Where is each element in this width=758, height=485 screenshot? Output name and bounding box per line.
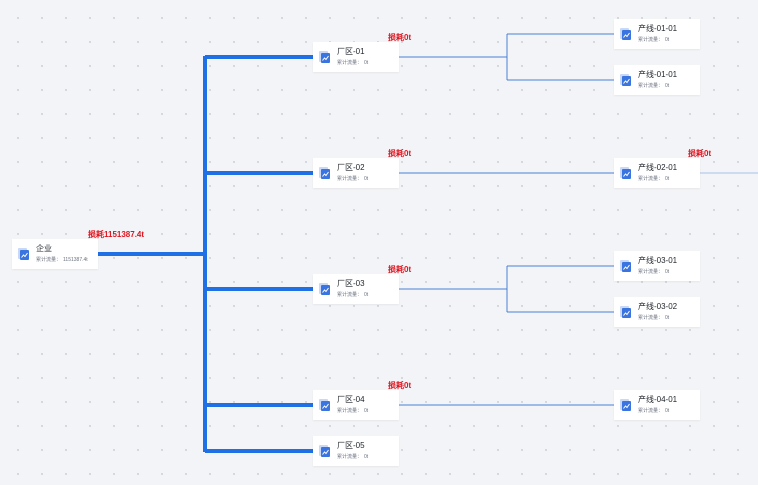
node-flow: 累计流量：0t [638, 176, 670, 182]
node-flow: 累计流量：0t [337, 408, 369, 414]
node-flow: 累计流量：0t [638, 83, 670, 89]
loss-label: 损耗0t [388, 149, 412, 158]
line-node[interactable]: 产线-03-02 累计流量：0t [614, 297, 700, 327]
node-flow: 累计流量：0t [638, 315, 670, 321]
node-title: 产线-01-01 [638, 70, 678, 79]
chart-doc-icon [318, 398, 332, 412]
plant-node[interactable]: 厂区-01 累计流量：0t [313, 42, 399, 72]
chart-doc-icon [318, 50, 332, 64]
node-title: 企业 [36, 244, 52, 253]
node-flow: 累计流量：0t [337, 176, 369, 182]
chart-doc-icon [619, 73, 633, 87]
loss-label: 损耗1151387.4t [88, 230, 145, 239]
plant-node[interactable]: 厂区-03 累计流量：0t [313, 274, 399, 304]
loss-label: 损耗0t [388, 33, 412, 42]
line-node[interactable]: 产线-01-01 累计流量：0t [614, 19, 700, 49]
node-title: 产线-01-01 [638, 24, 678, 33]
chart-doc-icon [318, 166, 332, 180]
node-flow: 累计流量：0t [337, 292, 369, 298]
chart-doc-icon [17, 247, 31, 261]
chart-doc-icon [318, 444, 332, 458]
line-node[interactable]: 产线-01-01 累计流量：0t [614, 65, 700, 95]
node-title: 产线-03-01 [638, 256, 678, 265]
node-title: 厂区-04 [337, 395, 365, 404]
node-flow: 累计流量：0t [638, 37, 670, 43]
plant-node[interactable]: 厂区-05 累计流量：0t [313, 436, 399, 466]
chart-doc-icon [318, 282, 332, 296]
node-flow: 累计流量：1151387.4t [36, 257, 88, 263]
node-title: 厂区-01 [337, 47, 365, 56]
loss-label: 损耗0t [388, 265, 412, 274]
node-title: 厂区-03 [337, 279, 365, 288]
chart-doc-icon [619, 27, 633, 41]
plant-node[interactable]: 厂区-04 累计流量：0t [313, 390, 399, 420]
node-title: 产线-03-02 [638, 302, 678, 311]
node-flow: 累计流量：0t [638, 408, 670, 414]
node-title: 厂区-02 [337, 163, 365, 172]
line-node[interactable]: 产线-04-01 累计流量：0t [614, 390, 700, 420]
root-node[interactable]: 企业 累计流量：1151387.4t [12, 239, 98, 269]
node-title: 产线-04-01 [638, 395, 678, 404]
chart-doc-icon [619, 259, 633, 273]
line-node[interactable]: 产线-03-01 累计流量：0t [614, 251, 700, 281]
loss-label: 损耗0t [388, 381, 412, 390]
line-node[interactable]: 产线-02-01 累计流量：0t [614, 158, 700, 188]
node-title: 产线-02-01 [638, 163, 678, 172]
node-title: 厂区-05 [337, 441, 365, 450]
node-flow: 累计流量：0t [337, 60, 369, 66]
loss-label: 损耗0t [688, 149, 712, 158]
node-flow: 累计流量：0t [337, 454, 369, 460]
chart-doc-icon [619, 305, 633, 319]
node-flow: 累计流量：0t [638, 269, 670, 275]
chart-doc-icon [619, 398, 633, 412]
chart-doc-icon [619, 166, 633, 180]
plant-node[interactable]: 厂区-02 累计流量：0t [313, 158, 399, 188]
